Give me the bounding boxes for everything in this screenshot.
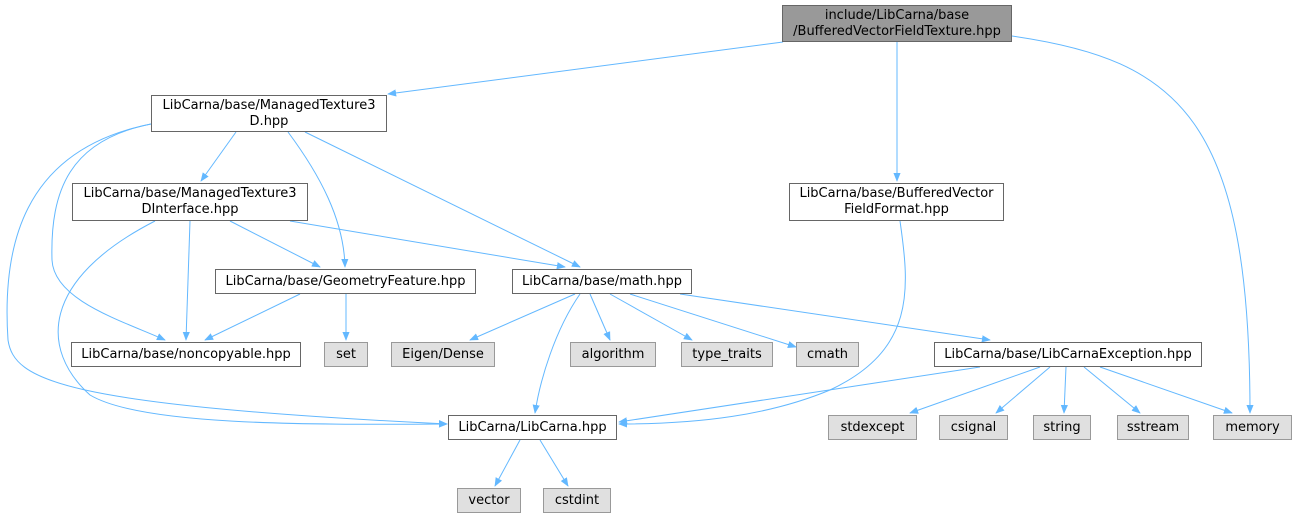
node-label: LibCarna/LibCarna.hpp [458, 419, 607, 435]
edge-managed-texture3d-to-libcarna [6, 123, 448, 428]
node-label: set [336, 346, 356, 362]
edge-managed-texture3d-to-geometry-feature [287, 131, 349, 268]
dependency-edges [6, 35, 1254, 487]
node-label: LibCarna/base/GeometryFeature.hpp [225, 273, 466, 289]
edge-interface-to-libcarna [57, 220, 448, 428]
edge-libcarna-exception-to-stdexcept [909, 366, 1041, 414]
node-set[interactable]: set [324, 342, 368, 367]
node-label: string [1043, 419, 1081, 435]
edge-math-to-eigen-dense [469, 293, 576, 341]
node-label: Eigen/Dense [402, 346, 484, 362]
node-stdexcept[interactable]: stdexcept [828, 415, 917, 440]
edge-math-to-cmath [629, 293, 797, 348]
node-algorithm[interactable]: algorithm [570, 342, 656, 367]
edge-math-to-libcarna-exception [679, 293, 991, 343]
node-label-line: /BufferedVectorFieldTexture.hpp [793, 23, 1001, 39]
node-libcarna[interactable]: LibCarna/LibCarna.hpp [448, 415, 617, 440]
edge-libcarna-exception-to-libcarna [618, 366, 981, 425]
node-label: sstream [1126, 419, 1180, 435]
edge-libcarna-exception-to-csignal [995, 366, 1051, 414]
node-label-line: D.hpp [249, 113, 289, 129]
edge-libcarna-exception-to-sstream [1083, 366, 1141, 414]
node-label: vector [468, 492, 510, 508]
edge-root-to-memory [1011, 35, 1254, 414]
node-label: LibCarna/base/LibCarnaException.hpp [944, 346, 1192, 362]
node-type-traits[interactable]: type_traits [681, 342, 773, 367]
edge-managed-texture3d-to-interface [200, 131, 237, 182]
node-label: algorithm [581, 346, 645, 362]
node-root-buffered-vector-field-texture[interactable]: include/LibCarna/base /BufferedVectorFie… [782, 5, 1012, 42]
edge-math-to-algorithm [589, 293, 611, 341]
node-csignal[interactable]: csignal [939, 415, 1008, 440]
node-label: LibCarna/base/noncopyable.hpp [81, 346, 291, 362]
edge-buffered-vector-field-format-to-libcarna [618, 220, 906, 428]
node-managed-texture3d-interface[interactable]: LibCarna/base/ManagedTexture3 DInterface… [72, 183, 308, 221]
edge-libcarna-to-vector [494, 439, 521, 487]
node-label: csignal [950, 419, 997, 435]
edge-libcarna-exception-to-memory [1099, 366, 1233, 414]
node-geometry-feature[interactable]: LibCarna/base/GeometryFeature.hpp [215, 269, 476, 294]
edge-interface-to-math [289, 220, 566, 270]
node-vector[interactable]: vector [457, 488, 521, 513]
edge-interface-to-geometry-feature [229, 220, 321, 268]
node-cstdint[interactable]: cstdint [543, 488, 611, 513]
node-label: cstdint [554, 492, 600, 508]
edge-geometry-feature-to-noncopyable [204, 293, 301, 341]
node-label-line: FieldFormat.hpp [844, 202, 949, 217]
node-label-line: LibCarna/base/ManagedTexture3 [162, 97, 376, 113]
node-math[interactable]: LibCarna/base/math.hpp [512, 269, 692, 294]
edge-libcarna-to-cstdint [539, 439, 569, 487]
edge-interface-to-noncopyable [182, 220, 191, 341]
node-label: stdexcept [840, 419, 905, 435]
node-memory[interactable]: memory [1213, 415, 1292, 440]
node-buffered-vector-field-format[interactable]: LibCarna/base/BufferedVector FieldFormat… [789, 183, 1004, 221]
node-label: type_traits [692, 346, 762, 362]
edge-managed-texture3d-to-math [304, 131, 581, 268]
node-cmath[interactable]: cmath [796, 342, 859, 367]
node-label-line: LibCarna/base/BufferedVector [799, 186, 994, 201]
edge-math-to-libcarna [532, 293, 581, 414]
node-label: cmath [806, 346, 849, 362]
node-label-line: LibCarna/base/ManagedTexture3 [83, 186, 297, 201]
node-label: memory [1225, 419, 1280, 435]
node-noncopyable[interactable]: LibCarna/base/noncopyable.hpp [71, 342, 301, 367]
edge-math-to-type-traits [609, 293, 693, 341]
node-label: LibCarna/base/math.hpp [521, 273, 683, 289]
edge-managed-texture3d-to-noncopyable [51, 123, 166, 341]
edge-root-to-managed-texture3d [387, 41, 784, 97]
node-eigen-dense[interactable]: Eigen/Dense [391, 342, 495, 367]
node-managed-texture3d[interactable]: LibCarna/base/ManagedTexture3 D.hpp [151, 95, 387, 132]
node-string[interactable]: string [1033, 415, 1091, 440]
node-libcarna-exception[interactable]: LibCarna/base/LibCarnaException.hpp [934, 342, 1202, 367]
node-label-line: include/LibCarna/base [824, 7, 970, 23]
node-label-line: DInterface.hpp [141, 202, 239, 217]
node-sstream[interactable]: sstream [1117, 415, 1189, 440]
edge-libcarna-exception-to-string [1060, 366, 1068, 414]
